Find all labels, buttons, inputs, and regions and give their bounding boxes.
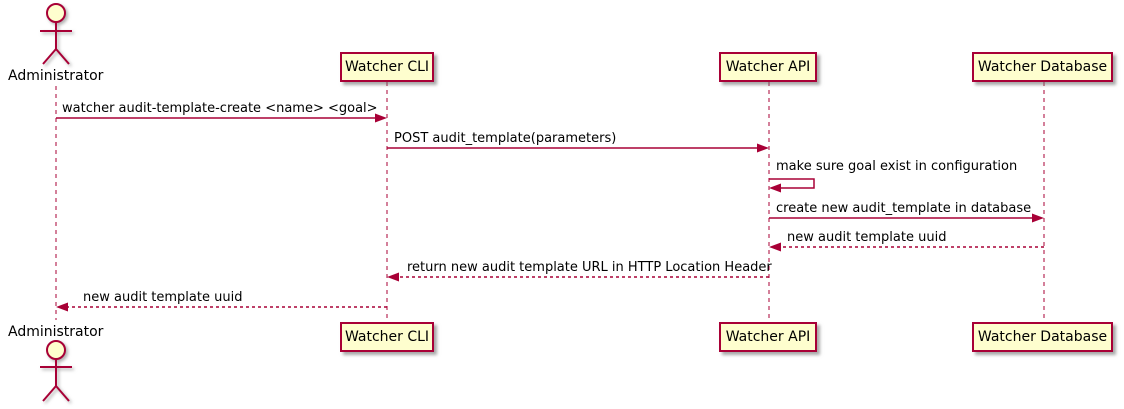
actor-label-administrator-bottom: Administrator (8, 324, 104, 340)
message-arrow-6 (387, 272, 769, 282)
message-arrow-4 (769, 213, 1044, 223)
message-label-2: POST audit_template(parameters) (394, 131, 617, 146)
participant-box-watcher-cli-bottom: Watcher CLI (340, 322, 434, 352)
message-label-4: create new audit_template in database (776, 201, 1032, 216)
message-arrow-2 (387, 143, 769, 153)
participant-box-watcher-database-top: Watcher Database (972, 52, 1113, 82)
message-arrow-1 (56, 113, 387, 123)
actor-label-administrator-top: Administrator (8, 68, 104, 84)
actor-figure-bottom (40, 340, 72, 402)
message-label-6: return new audit template URL in HTTP Lo… (407, 260, 772, 275)
participant-box-watcher-database-bottom: Watcher Database (972, 322, 1113, 352)
message-label-3: make sure goal exist in configuration (776, 159, 1018, 174)
message-label-7: new audit template uuid (83, 290, 243, 305)
participant-box-watcher-cli-top: Watcher CLI (340, 52, 434, 82)
message-arrow-3-self-loop (769, 178, 815, 193)
participant-box-watcher-api-top: Watcher API (719, 52, 817, 82)
message-arrow-5 (769, 242, 1044, 252)
message-label-1: watcher audit-template-create <name> <go… (62, 101, 378, 116)
message-label-5: new audit template uuid (787, 230, 947, 245)
actor-figure-top (40, 3, 72, 65)
message-arrow-7 (56, 302, 387, 312)
participant-box-watcher-api-bottom: Watcher API (719, 322, 817, 352)
